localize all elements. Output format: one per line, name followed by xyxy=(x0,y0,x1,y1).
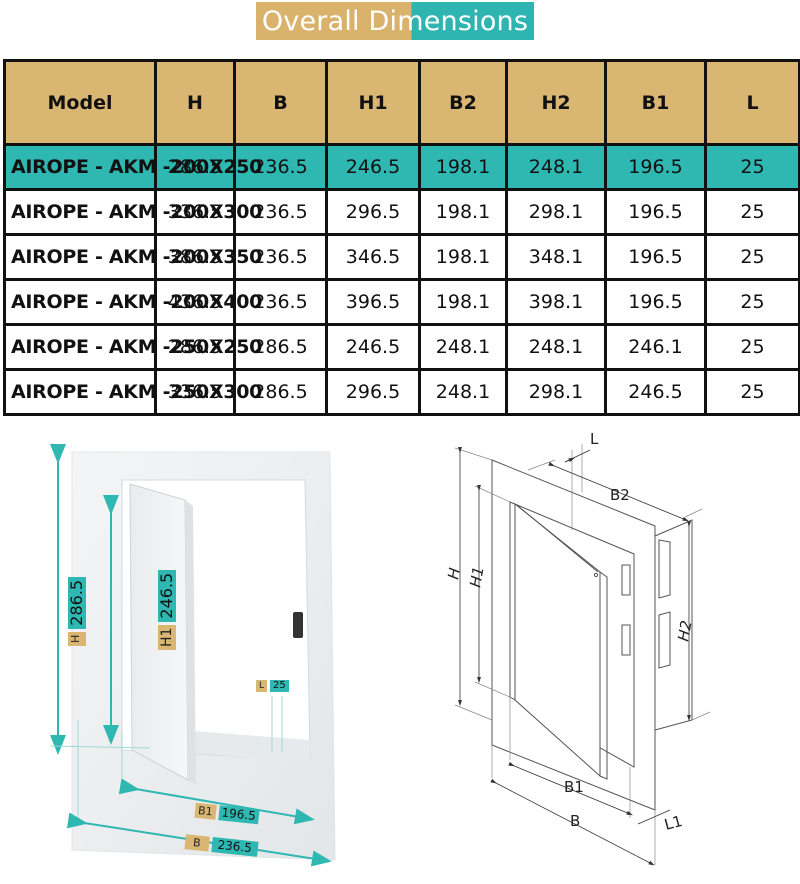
cell-h2: 398.1 xyxy=(505,278,607,326)
h-dimension-tag: H 286.5 xyxy=(67,576,86,646)
table-row: AIROPE - AKM -250X250 286.5 286.5 246.5 … xyxy=(3,323,800,371)
dimensions-table: Model H B H1 B2 H2 B1 L AIROPE - AKM -20… xyxy=(3,59,800,416)
cell-h: 336.5 xyxy=(154,188,236,236)
page-title: Overall Dimensions xyxy=(261,5,529,37)
drawing-label-b1: B1 xyxy=(564,778,584,796)
header-l: L xyxy=(704,59,800,146)
cell-model: AIROPE - AKM -200X300 xyxy=(3,188,262,236)
drawing-label-h1: H1 xyxy=(466,565,487,589)
header-h2: H2 xyxy=(505,59,607,146)
cell-h2: 248.1 xyxy=(505,143,607,191)
l-value: 25 xyxy=(270,680,289,692)
header-b: B xyxy=(233,59,328,146)
technical-drawing: L B2 H H1 H2 B1 B L1 xyxy=(430,420,730,880)
table-row: AIROPE - AKM -200X300 336.5 236.5 296.5 … xyxy=(3,188,800,236)
cell-l: 25 xyxy=(704,233,800,281)
table-row: AIROPE - AKM -250X300 336.5 286.5 296.5 … xyxy=(3,368,800,416)
cell-b1: 246.5 xyxy=(604,368,707,416)
cell-model: AIROPE - AKM -250X300 xyxy=(3,368,262,416)
h1-dimension-tag: H1 246.5 xyxy=(157,569,176,650)
cell-b: 236.5 xyxy=(233,233,328,281)
cell-b: 236.5 xyxy=(233,188,328,236)
cell-b1: 196.5 xyxy=(604,233,707,281)
cell-h1: 346.5 xyxy=(325,233,421,281)
cell-b: 286.5 xyxy=(233,323,328,371)
header-b1: B1 xyxy=(604,59,707,146)
cell-b1: 196.5 xyxy=(604,143,707,191)
cell-b1: 196.5 xyxy=(604,188,707,236)
h1-value: 246.5 xyxy=(157,569,176,622)
drawing-label-h2: H2 xyxy=(674,619,695,643)
cell-h1: 296.5 xyxy=(325,188,421,236)
l-dimension-tag: L 25 xyxy=(256,680,289,692)
cell-model: AIROPE - AKM -250X250 xyxy=(3,323,262,371)
header-b2: B2 xyxy=(418,59,508,146)
table-header-row: Model H B H1 B2 H2 B1 L xyxy=(3,59,800,146)
cell-h: 286.5 xyxy=(154,323,236,371)
b-key: B xyxy=(184,834,210,852)
cell-l: 25 xyxy=(704,188,800,236)
l-key: L xyxy=(256,680,268,692)
header-h1: H1 xyxy=(325,59,421,146)
cell-model: AIROPE - AKM -200X350 xyxy=(3,233,262,281)
access-door-line-drawing: L B2 H H1 H2 B1 B L1 xyxy=(444,430,711,866)
cell-h2: 298.1 xyxy=(505,188,607,236)
cell-h: 286.5 xyxy=(154,143,236,191)
cell-b1: 196.5 xyxy=(604,278,707,326)
cell-b: 236.5 xyxy=(233,278,328,326)
cell-h1: 246.5 xyxy=(325,323,421,371)
cell-l: 25 xyxy=(704,143,800,191)
title-banner: Overall Dimensions xyxy=(256,2,534,40)
drawing-label-b: B xyxy=(570,812,580,830)
cell-h: 386.5 xyxy=(154,233,236,281)
table-row: AIROPE - AKM -200X400 436.5 236.5 396.5 … xyxy=(3,278,800,326)
header-model: Model xyxy=(3,59,157,146)
header-h: H xyxy=(154,59,236,146)
drawing-label-l: L xyxy=(590,430,599,448)
h-key: H xyxy=(68,631,86,646)
h-value: 286.5 xyxy=(67,576,86,629)
cell-b1: 246.1 xyxy=(604,323,707,371)
cell-h2: 248.1 xyxy=(505,323,607,371)
cell-b2: 248.1 xyxy=(418,323,508,371)
cell-h: 436.5 xyxy=(154,278,236,326)
cell-l: 25 xyxy=(704,368,800,416)
cell-b: 286.5 xyxy=(233,368,328,416)
cell-h2: 298.1 xyxy=(505,368,607,416)
cell-b2: 198.1 xyxy=(418,233,508,281)
drawing-label-h: H xyxy=(444,566,464,580)
product-photo: H 286.5 H1 246.5 L 25 B1 196.5 B 236.5 xyxy=(49,440,350,880)
cell-h1: 296.5 xyxy=(325,368,421,416)
cell-h: 336.5 xyxy=(154,368,236,416)
cell-h1: 246.5 xyxy=(325,143,421,191)
cell-b2: 198.1 xyxy=(418,143,508,191)
cell-l: 25 xyxy=(704,323,800,371)
cell-b2: 248.1 xyxy=(418,368,508,416)
b1-key: B1 xyxy=(194,802,217,820)
drawing-label-l1: L1 xyxy=(662,812,684,834)
cell-h1: 396.5 xyxy=(325,278,421,326)
table-row: AIROPE - AKM -200X250 286.5 236.5 246.5 … xyxy=(3,143,800,191)
cell-b2: 198.1 xyxy=(418,188,508,236)
h1-key: H1 xyxy=(158,624,176,650)
cell-model: AIROPE - AKM -200X250 xyxy=(3,143,262,191)
cell-model: AIROPE - AKM -200X400 xyxy=(3,278,262,326)
drawing-label-b2: B2 xyxy=(610,486,630,504)
cell-h2: 348.1 xyxy=(505,233,607,281)
table-row: AIROPE - AKM -200X350 386.5 236.5 346.5 … xyxy=(3,233,800,281)
cell-l: 25 xyxy=(704,278,800,326)
cell-b: 236.5 xyxy=(233,143,328,191)
cell-b2: 198.1 xyxy=(418,278,508,326)
